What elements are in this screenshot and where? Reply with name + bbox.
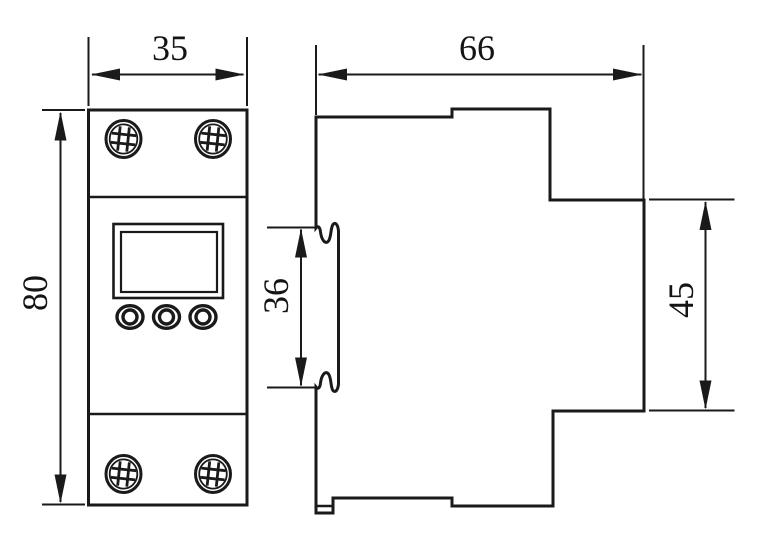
terminal-screw-icon	[194, 119, 232, 159]
dimension-label: 66	[459, 28, 495, 68]
lcd-display-frame	[112, 222, 225, 300]
arrowhead-up-icon	[295, 228, 307, 258]
dimension-label: 45	[661, 282, 701, 318]
arrowhead-down-icon	[295, 357, 307, 387]
dimension-din-notch: 36	[256, 226, 317, 389]
control-button-icon	[151, 304, 182, 330]
control-button-icon	[115, 304, 145, 330]
arrowhead-right-icon	[613, 68, 642, 81]
dimension-label: 80	[15, 275, 55, 311]
terminal-screw-icon	[104, 119, 143, 159]
side-profile-outline	[314, 107, 646, 515]
arrowhead-up-icon	[54, 111, 67, 141]
terminal-screw-icon	[194, 454, 232, 494]
dimension-label: 36	[256, 278, 296, 314]
dimension-label: 35	[152, 28, 188, 68]
arrowhead-up-icon	[699, 201, 712, 230]
dimension-side-depth: 66	[315, 28, 645, 199]
lcd-display-screen	[119, 230, 219, 294]
arrowhead-down-icon	[54, 474, 67, 504]
side-view	[314, 107, 646, 515]
dimension-side-front-height: 45	[649, 198, 735, 412]
dimension-front-height: 80	[15, 109, 85, 506]
front-view-body-outline	[87, 108, 249, 507]
arrowhead-left-icon	[91, 68, 120, 81]
terminal-screw-icon	[104, 454, 143, 494]
arrowhead-down-icon	[699, 380, 712, 410]
arrowhead-right-icon	[215, 68, 245, 81]
dimension-front-width: 35	[87, 28, 248, 106]
front-view	[87, 108, 249, 507]
arrowhead-left-icon	[318, 68, 347, 81]
control-button-icon	[188, 304, 218, 330]
